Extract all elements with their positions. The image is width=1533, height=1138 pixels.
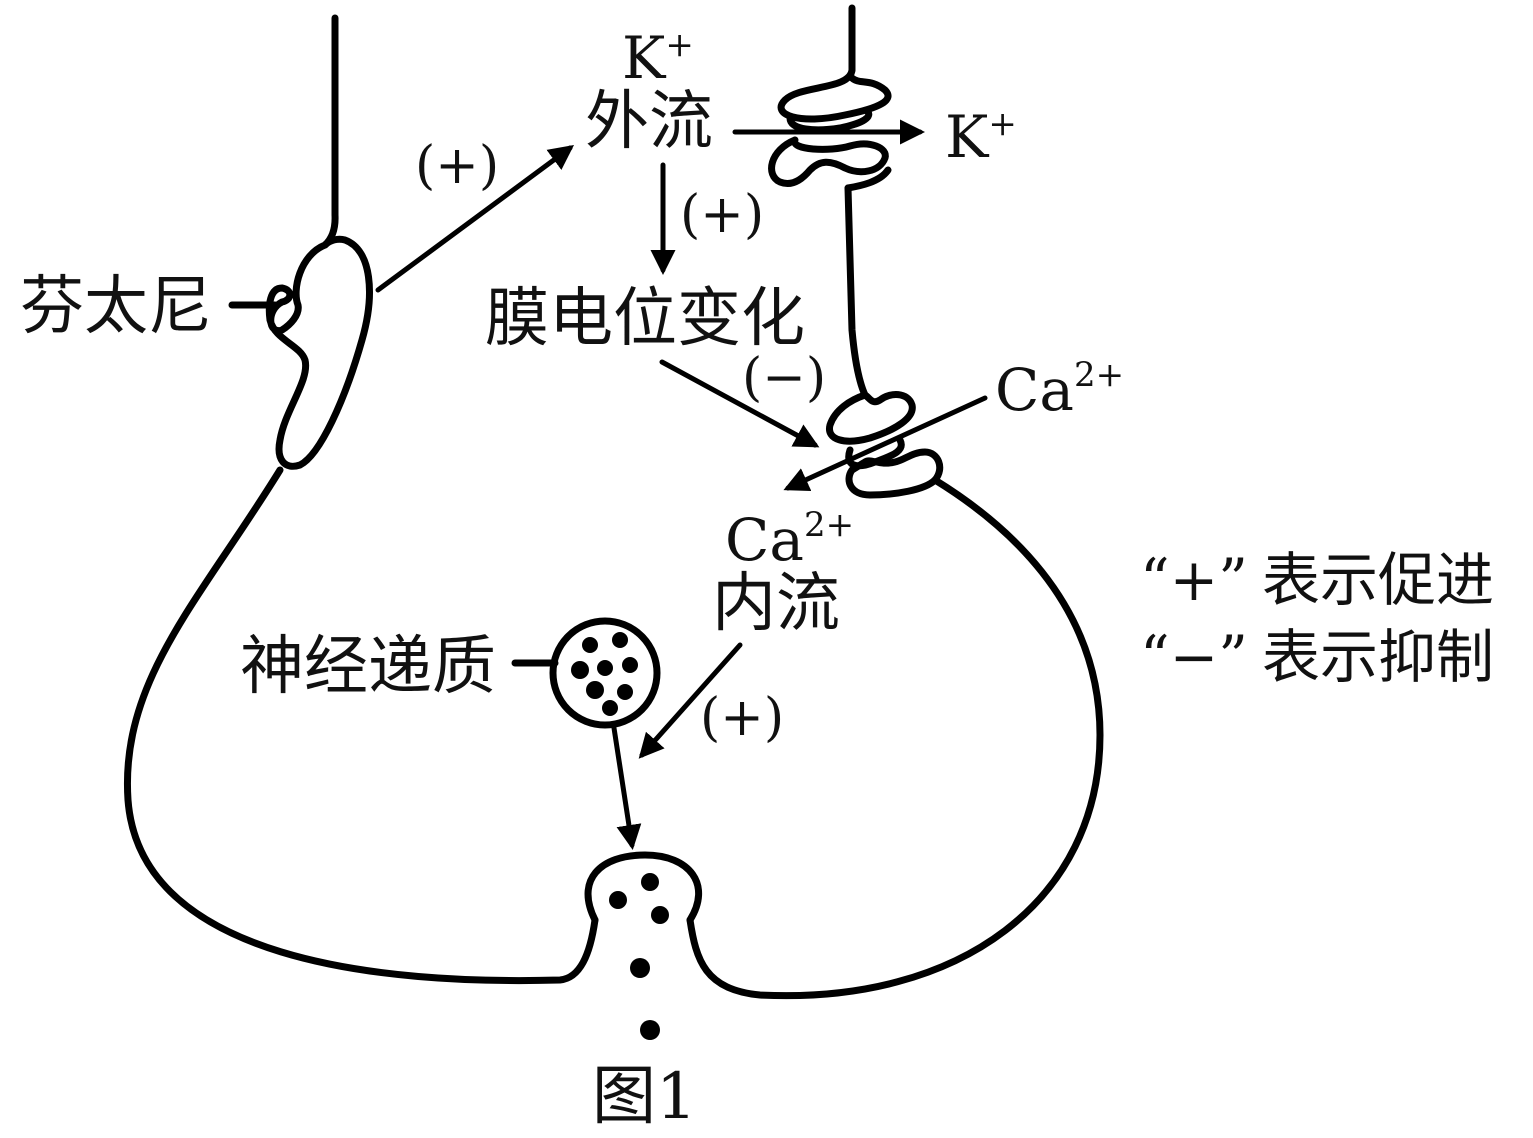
- label-fentanyl: 芬太尼: [20, 270, 212, 344]
- synaptic-vesicle: [511, 617, 661, 729]
- label-k-outflow-ion: K+: [622, 24, 694, 92]
- sign-k-to-potential: (+): [680, 185, 764, 245]
- label-ca-inflow: 内流: [712, 567, 840, 641]
- legend: “+” 表示促进 “−” 表示抑制: [1140, 546, 1494, 691]
- label-neurotransmitter: 神经递质: [240, 630, 496, 704]
- arrow-vesicle-to-release: [611, 725, 642, 850]
- legend-plus-symbol: “+”: [1140, 546, 1248, 614]
- arrow-fentanyl-to-k-outflow: [375, 145, 575, 293]
- arrow-ca-inflow: [783, 395, 988, 492]
- arrow-ca-inflow-to-release: [638, 642, 743, 759]
- exocytosis-site: [584, 851, 703, 1040]
- legend-plus-text: 表示促进: [1262, 546, 1494, 614]
- label-ca-outside: Ca2+: [995, 355, 1124, 424]
- sign-potential-to-ca: (−): [742, 348, 826, 408]
- label-membrane-potential: 膜电位变化: [485, 282, 805, 356]
- sign-fentanyl-to-k: (+): [415, 136, 499, 196]
- sign-ca-to-release: (+): [700, 688, 784, 748]
- label-k-out: K+: [945, 103, 1017, 171]
- fentanyl-receptor: [228, 235, 373, 470]
- legend-minus-symbol: “−”: [1140, 623, 1248, 691]
- arrows: [375, 119, 988, 850]
- label-ca-inflow-ion: Ca2+: [725, 505, 854, 574]
- legend-minus-text: 表示抑制: [1262, 623, 1494, 691]
- figure-caption: 图1: [592, 1060, 697, 1134]
- label-k-outflow: 外流: [585, 85, 713, 159]
- arrow-potential-to-ca-channel: [659, 359, 820, 448]
- potassium-channel: [768, 66, 892, 192]
